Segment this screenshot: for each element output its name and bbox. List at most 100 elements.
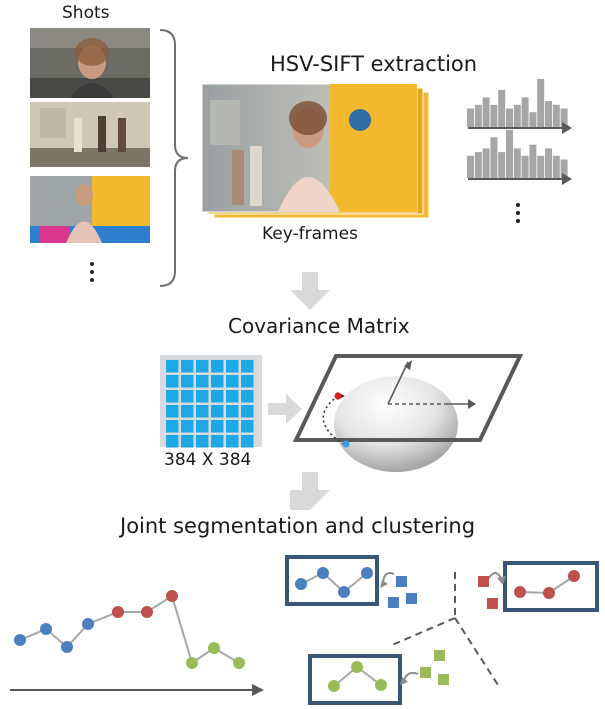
matrix-cell [166,390,179,403]
matrix-cell [226,405,239,418]
matrix-cell [226,435,239,448]
shots-label: Shots [62,3,110,23]
matrix-cell [211,375,224,388]
histogram-bar [467,155,474,178]
histogram-bar [513,104,521,127]
bracket-icon [159,29,189,287]
matrix-cell [181,390,194,403]
histogram-bar [529,112,537,127]
matrix-cell [241,435,254,448]
point-red [141,606,153,618]
matrix-cell [196,435,209,448]
matrix-cell [211,390,224,403]
matrix-cell [196,405,209,418]
histogram-bar [537,155,545,178]
right-arrow-icon [468,122,572,134]
matrix-cell [166,420,179,433]
point-green [233,657,245,669]
histogram-bar [529,144,537,178]
matrix-cell [211,405,224,418]
keyframes-stack [201,83,430,219]
matrix-cell [226,360,239,373]
shot-thumbnail-2 [30,102,150,167]
histogram-bar [545,101,552,127]
right-arrow-icon [468,173,572,185]
matrix-cell [241,405,254,418]
matrix-cell [181,405,194,418]
histogram-bar [506,108,513,127]
histogram-bar [545,148,552,178]
histogram-bar [552,155,560,178]
matrix-cell [241,360,254,373]
point-blue [82,618,94,630]
histogram-bar [560,159,568,178]
matrix-cell [211,420,224,433]
matrix-size-label: 384 X 384 [164,450,252,470]
right-arrow-icon [268,394,302,424]
matrix-cell [211,435,224,448]
matrix-cell [226,375,239,388]
down-arrow-icon [290,272,330,310]
histogram-bar [521,155,529,178]
histogram-bar [506,129,513,178]
segmentation-trajectory [14,590,245,669]
tangent-vectors [387,360,476,409]
matrix-cell [211,360,224,373]
histogram-bar [521,97,529,127]
histogram-bar [482,148,490,178]
histogram-bar [560,108,568,127]
histogram-bar [552,104,560,127]
matrix-cell [166,360,179,373]
red-point [334,392,342,400]
point-blue [40,623,52,635]
point-green [186,657,198,669]
ellipsoid-icon [334,376,458,472]
ellipsis-icon [90,262,94,282]
histogram-top [467,78,568,127]
point-red [112,606,124,618]
joint-segmentation-label: Joint segmentation and clustering [120,514,476,538]
segmentation-axis [10,684,264,696]
hsv-sift-label: HSV-SIFT extraction [270,52,478,76]
matrix-cell [181,360,194,373]
cluster-blue [285,555,417,608]
histogram-bar [490,137,498,178]
matrix-cell [241,390,254,403]
matrix-cell [166,405,179,418]
down-arrow-icon [290,472,330,510]
keyframes-label: Key-frames [262,224,358,244]
shot-thumbnail-1 [30,28,150,98]
matrix-cell [226,420,239,433]
covariance-matrix-grid [166,360,254,448]
covariance-label: Covariance Matrix [228,314,410,338]
matrix-cell [181,375,194,388]
matrix-cell [196,375,209,388]
matrix-cell [196,360,209,373]
cluster-green [308,650,449,705]
matrix-cell [166,375,179,388]
point-green [208,642,220,654]
matrix-cell [166,435,179,448]
point-red [166,590,178,602]
histogram-bottom [467,129,568,178]
cluster-red [478,561,599,612]
histogram-bar [467,108,474,127]
geodesic-curve [322,395,347,447]
shot-thumbnail-3 [30,176,150,243]
histogram-bar [498,90,506,127]
matrix-cell [241,420,254,433]
histogram-bar [513,148,521,178]
matrix-cell [181,420,194,433]
matrix-cell [196,390,209,403]
histogram-bar [498,152,506,178]
ellipsis-icon [516,203,520,223]
point-blue [14,634,26,646]
histogram-bar [537,78,545,127]
histogram-bar [490,104,498,127]
point-blue [61,641,73,653]
matrix-cell [226,390,239,403]
cluster-separators [391,572,499,686]
histogram-bar [482,97,490,127]
histogram-bar [474,152,482,178]
